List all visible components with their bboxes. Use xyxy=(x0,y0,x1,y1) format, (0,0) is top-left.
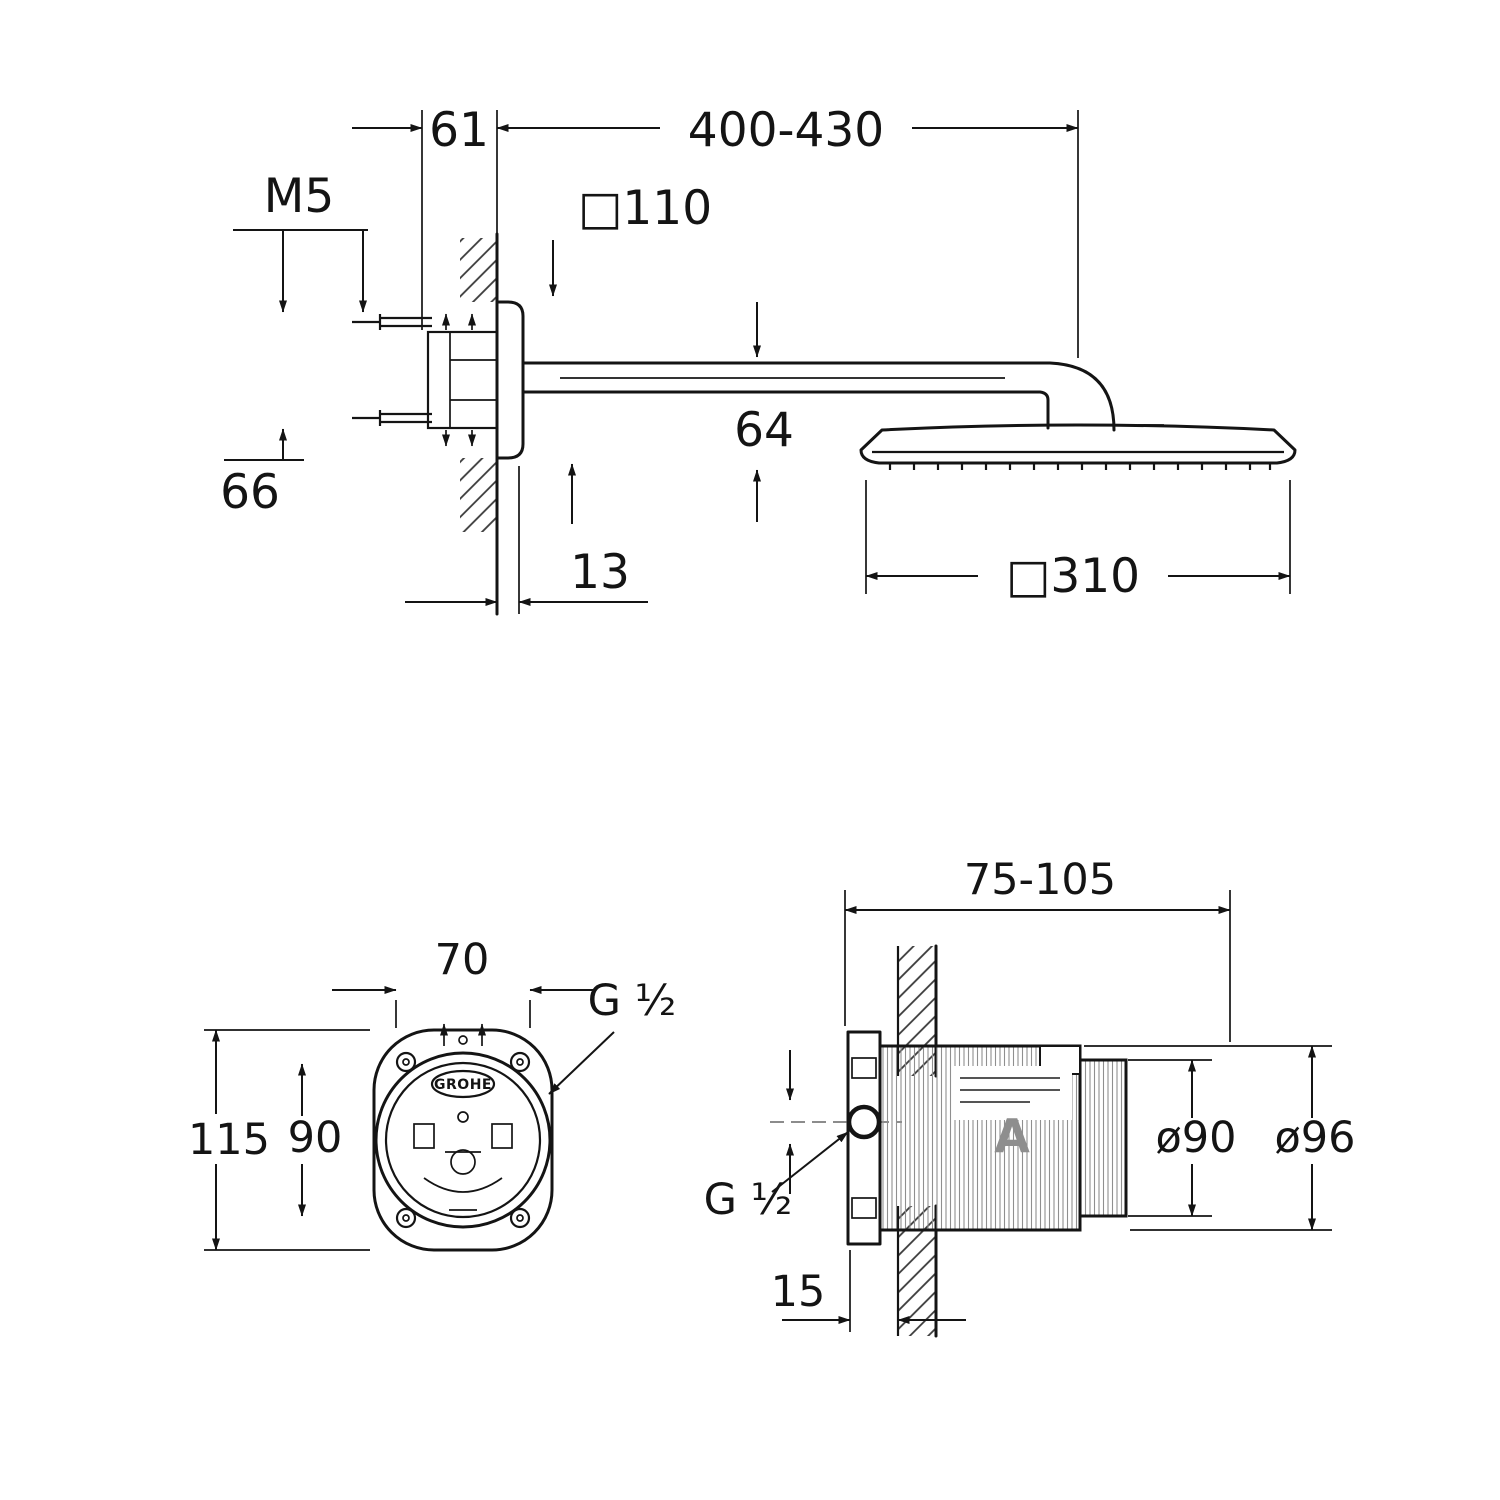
dim-label-escutcheon-depth: 13 xyxy=(570,545,630,600)
shower-arm xyxy=(521,361,1116,432)
dim-arm-to-head-drop: 64 xyxy=(734,302,794,522)
dim-label-thread-front: G ½ xyxy=(588,976,677,1026)
dim-label-wall-offset: 15 xyxy=(771,1267,826,1317)
shower-head xyxy=(859,423,1297,470)
dim-screw-spacing: 66 xyxy=(220,428,304,520)
brand-logo-text: GROHE xyxy=(434,1077,492,1093)
label-mask xyxy=(1148,1118,1242,1164)
dim-escutcheon-depth: 13 xyxy=(405,466,648,614)
dim-label-body-width: 70 xyxy=(435,935,490,985)
dim-install-depth: 75-105 xyxy=(844,855,1231,1042)
dim-label-screw-thread: M5 xyxy=(264,169,334,224)
dim-diameter-inner: ø90 xyxy=(1128,1059,1242,1217)
dim-thread-front: G ½ xyxy=(548,976,677,1095)
top-view-wall xyxy=(460,232,499,616)
body-label-area xyxy=(952,1066,1072,1120)
dim-arm-offset-and-length: 61 400-430 xyxy=(352,103,1079,358)
dim-label-escutcheon-size: □110 xyxy=(578,181,712,236)
dim-label-drop: 64 xyxy=(734,403,794,458)
dim-body-width: 70 xyxy=(332,935,594,1028)
dim-label-diameter-inner: ø90 xyxy=(1155,1113,1236,1163)
dim-screw-thread: M5 xyxy=(233,169,368,313)
side-port xyxy=(846,1104,882,1140)
dim-thread-side: G ½ xyxy=(704,1050,849,1225)
dim-label-body-height: 90 xyxy=(288,1113,343,1163)
escutcheon-plate xyxy=(495,300,525,460)
body-marker-letter: A xyxy=(994,1109,1030,1163)
brand-logo-oval xyxy=(430,1069,496,1099)
dim-label-install-depth: 75-105 xyxy=(964,855,1116,905)
dim-label-arm-offset: 61 xyxy=(429,103,489,158)
dim-escutcheon-size: □110 xyxy=(549,181,712,524)
dim-plate-height: 115 xyxy=(188,1029,370,1251)
label-mask xyxy=(188,1114,272,1164)
dim-label-arm-length: 400-430 xyxy=(688,103,884,158)
front-view-rough-in-body: GROHE xyxy=(374,1023,552,1229)
dim-label-head-size: □310 xyxy=(1006,549,1140,604)
dim-label-diameter-outer: ø96 xyxy=(1274,1113,1355,1163)
front-view-mounting-plate xyxy=(372,1028,554,1252)
dim-label-thread-side: G ½ xyxy=(704,1175,793,1225)
side-view-rough-in-body: A xyxy=(878,1044,1128,1232)
dim-wall-offset: 15 xyxy=(771,1250,966,1332)
dim-label-plate-height: 115 xyxy=(188,1115,270,1165)
dim-head-size: □310 xyxy=(865,480,1291,604)
label-mask xyxy=(1268,1118,1362,1164)
dim-body-height: 90 xyxy=(284,1063,348,1217)
wall-mount-bracket xyxy=(352,313,499,447)
dim-label-screw-spacing: 66 xyxy=(220,465,280,520)
label-mask xyxy=(284,1116,348,1164)
dim-diameter-outer: ø96 xyxy=(1084,1045,1362,1231)
